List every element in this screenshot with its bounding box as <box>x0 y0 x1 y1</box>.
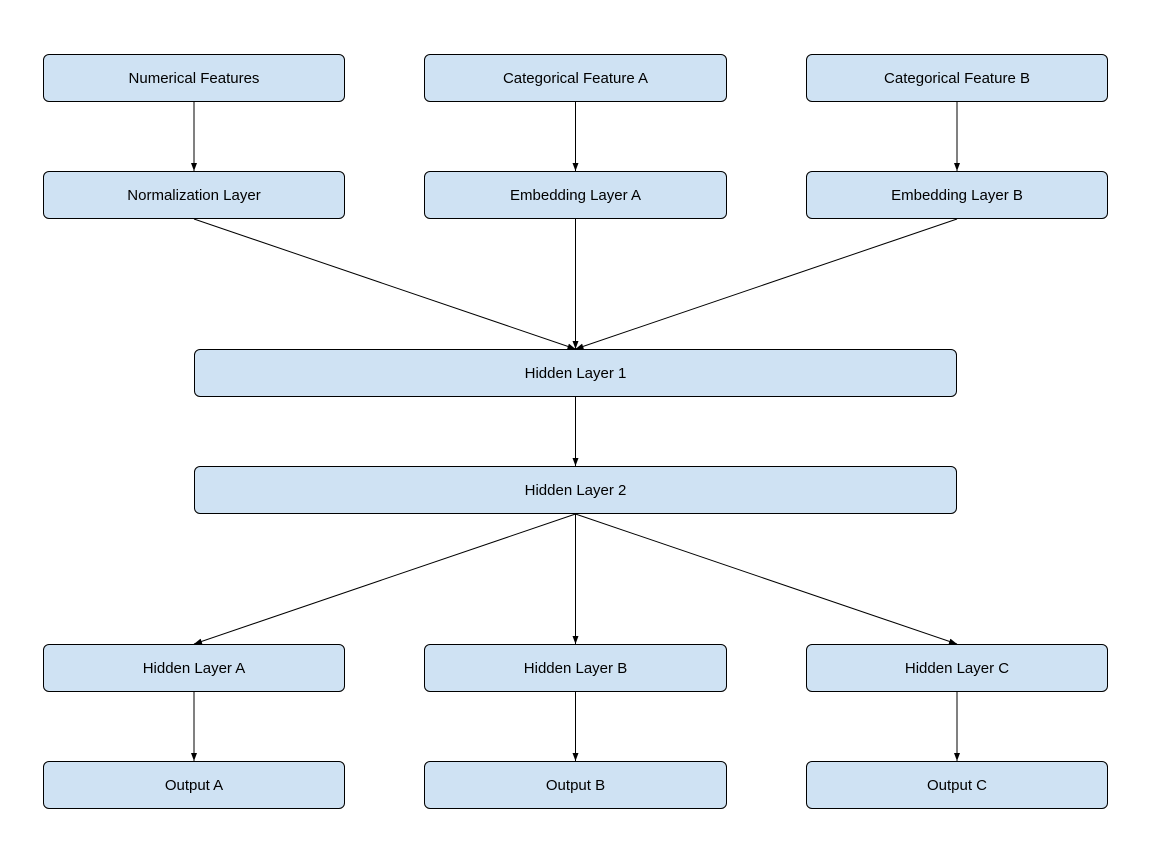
edge-hidden-layer-2-to-hidden-layer-c <box>575 513 958 645</box>
node-hidden-layer-1: Hidden Layer 1 <box>194 349 957 397</box>
edge-embedding-layer-b-to-hidden-layer-1 <box>575 218 958 350</box>
node-numerical-features: Numerical Features <box>43 54 345 102</box>
node-hidden-layer-b: Hidden Layer B <box>424 644 727 692</box>
node-embedding-layer-b: Embedding Layer B <box>806 171 1108 219</box>
node-output-a: Output A <box>43 761 345 809</box>
node-hidden-layer-a: Hidden Layer A <box>43 644 345 692</box>
node-normalization-layer: Normalization Layer <box>43 171 345 219</box>
edge-normalization-layer-to-hidden-layer-1 <box>193 218 576 350</box>
node-categorical-feature-b: Categorical Feature B <box>806 54 1108 102</box>
node-categorical-feature-a: Categorical Feature A <box>424 54 727 102</box>
node-output-b: Output B <box>424 761 727 809</box>
node-output-c: Output C <box>806 761 1108 809</box>
node-hidden-layer-c: Hidden Layer C <box>806 644 1108 692</box>
edge-hidden-layer-2-to-hidden-layer-a <box>193 513 576 645</box>
node-hidden-layer-2: Hidden Layer 2 <box>194 466 957 514</box>
node-embedding-layer-a: Embedding Layer A <box>424 171 727 219</box>
